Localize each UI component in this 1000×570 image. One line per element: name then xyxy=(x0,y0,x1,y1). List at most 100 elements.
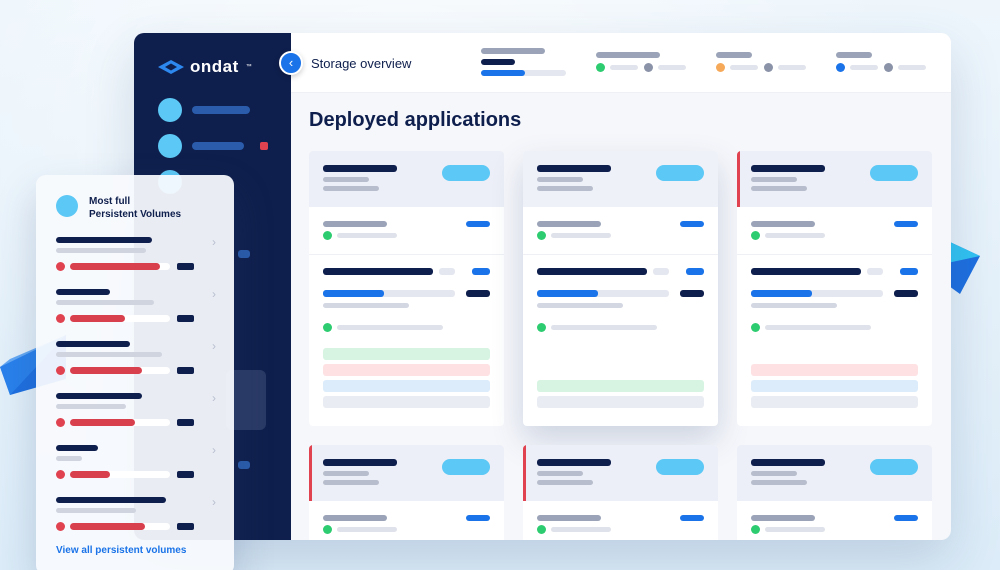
nav-label-placeholder xyxy=(192,142,244,150)
row-value xyxy=(551,527,611,532)
sidebar-item-2[interactable] xyxy=(158,134,268,158)
view-all-volumes-link[interactable]: View all persistent volumes xyxy=(56,545,187,556)
volume-tag xyxy=(653,268,669,275)
volume-meta xyxy=(56,404,126,409)
health-bar-neutral xyxy=(323,396,490,408)
volume-name xyxy=(56,341,130,347)
card-title-placeholder xyxy=(751,165,825,172)
status-ok-dot xyxy=(596,63,605,72)
volume-row[interactable]: › xyxy=(56,339,216,383)
panel-title-line2: Persistent Volumes xyxy=(89,209,182,220)
status-ok-dot xyxy=(751,525,760,534)
brand-logo[interactable]: ondat ™ xyxy=(158,57,252,77)
nav-circle-icon xyxy=(158,98,182,122)
row-label xyxy=(537,221,601,227)
row-action xyxy=(680,515,704,521)
breadcrumb: Storage overview xyxy=(311,56,412,71)
ondat-logo-icon xyxy=(158,60,184,74)
status-pill xyxy=(870,459,918,475)
capacity-track xyxy=(537,290,669,297)
card-title-placeholder xyxy=(537,165,611,172)
app-card[interactable] xyxy=(737,151,932,426)
app-card[interactable] xyxy=(523,445,718,540)
row-label xyxy=(751,515,815,521)
metric-value xyxy=(481,59,515,65)
volume-meta xyxy=(56,248,146,253)
card-title-placeholder xyxy=(537,459,611,466)
status-text xyxy=(850,65,878,70)
status-danger-dot xyxy=(56,262,65,271)
status-text xyxy=(730,65,758,70)
row-value xyxy=(765,233,825,238)
alert-accent xyxy=(523,445,526,501)
row-label xyxy=(537,515,601,521)
chevron-right-icon: › xyxy=(212,391,216,405)
row-value xyxy=(765,527,825,532)
status-ok-dot xyxy=(751,231,760,240)
usage-track xyxy=(70,471,170,478)
volume-title xyxy=(323,268,433,275)
card-subtitle-placeholder xyxy=(537,480,593,485)
status-text xyxy=(898,65,926,70)
usage-value xyxy=(177,471,194,478)
status-text xyxy=(778,65,806,70)
row-label xyxy=(323,515,387,521)
status-pill xyxy=(870,165,918,181)
usage-fill xyxy=(70,315,125,322)
card-subtitle-placeholder xyxy=(751,471,797,476)
app-card[interactable] xyxy=(309,151,504,426)
volume-name xyxy=(56,237,152,243)
status-danger-dot xyxy=(56,418,65,427)
back-button[interactable]: ‹ xyxy=(279,51,303,75)
metric-progress-fill xyxy=(481,70,526,76)
status-danger-dot xyxy=(56,470,65,479)
status-ok-dot xyxy=(537,323,546,332)
row-action xyxy=(894,221,918,227)
chevron-right-icon: › xyxy=(212,287,216,301)
card-title-placeholder xyxy=(323,165,397,172)
row-action xyxy=(466,515,490,521)
chevron-right-icon: › xyxy=(212,443,216,457)
volume-row[interactable]: › xyxy=(56,287,216,331)
usage-track xyxy=(70,367,170,374)
row-action xyxy=(466,221,490,227)
volume-row[interactable]: › xyxy=(56,391,216,435)
usage-fill xyxy=(70,367,142,374)
chevron-left-icon: ‹ xyxy=(288,55,294,70)
app-card[interactable] xyxy=(737,445,932,540)
volume-row[interactable]: › xyxy=(56,443,216,487)
nav-label-placeholder xyxy=(238,250,250,258)
health-bar-error xyxy=(751,364,918,376)
status-text xyxy=(765,325,871,330)
status-text xyxy=(610,65,638,70)
health-bar-neutral xyxy=(751,396,918,408)
app-card[interactable] xyxy=(309,445,504,540)
volume-title xyxy=(751,268,861,275)
row-action xyxy=(894,515,918,521)
health-bar-info xyxy=(751,380,918,392)
capacity-fill xyxy=(323,290,384,297)
panel-title: Most full Persistent Volumes xyxy=(89,195,209,221)
row-value xyxy=(551,233,611,238)
health-bar-ok xyxy=(537,380,704,392)
persistent-volumes-panel: Most full Persistent Volumes › › › › › › View… xyxy=(36,175,234,570)
card-subtitle-placeholder xyxy=(323,186,379,191)
divider xyxy=(737,254,932,255)
volume-row[interactable]: › xyxy=(56,235,216,279)
usage-value xyxy=(177,419,194,426)
status-text xyxy=(337,325,443,330)
brand-name: ondat xyxy=(190,57,239,76)
row-value xyxy=(337,527,397,532)
status-ok-dot xyxy=(751,323,760,332)
sidebar-item-1[interactable] xyxy=(158,98,250,122)
page-title: Deployed applications xyxy=(309,109,522,131)
capacity-value xyxy=(894,290,918,297)
app-window: ondat ™ ‹ Storage overview xyxy=(134,33,951,540)
volume-row[interactable]: › xyxy=(56,495,216,539)
usage-track xyxy=(70,523,170,530)
health-bar-error xyxy=(323,364,490,376)
volume-name xyxy=(56,497,166,503)
panel-title-line1: Most full xyxy=(89,196,131,207)
card-subtitle-placeholder xyxy=(323,177,369,182)
app-card-selected[interactable] xyxy=(523,151,718,426)
